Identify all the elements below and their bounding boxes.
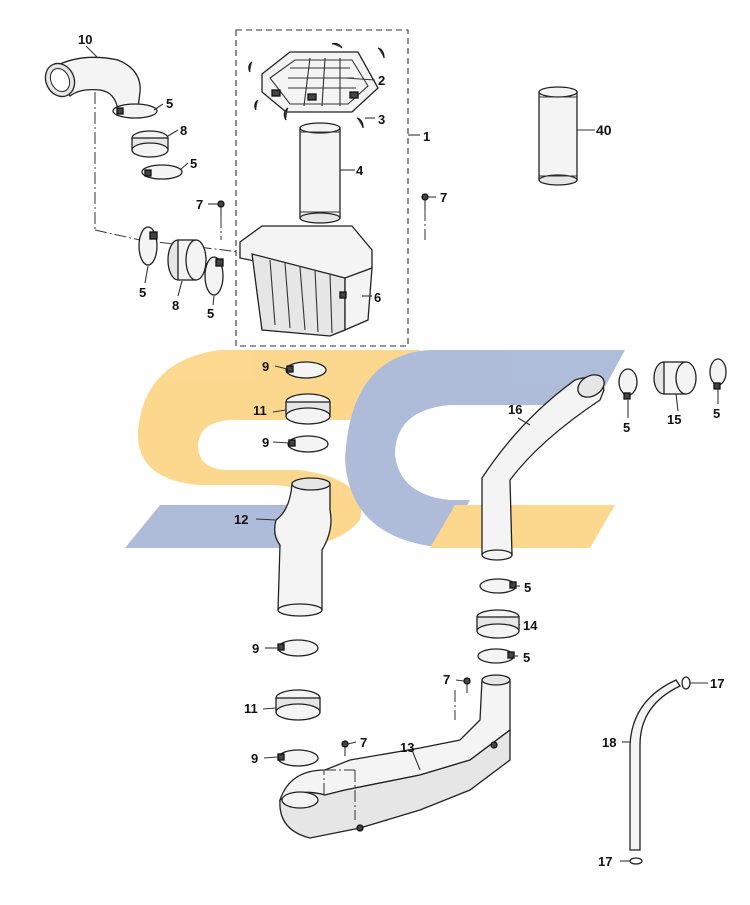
callout-7a: 7 [196,197,203,212]
callout-8a: 8 [180,123,187,138]
watermark-s-top [137,350,420,548]
part-13-lower-duct [278,674,511,839]
part-16-curved-pipe [481,374,605,561]
callout-5d: 5 [207,306,214,321]
callout-9a: 9 [262,359,269,374]
callout-1: 1 [423,129,430,144]
part-6-filter-housing [239,225,373,337]
part-4-filter-element [299,122,341,224]
part-5-clamp-b [141,164,183,180]
part-9-clamp-c [277,639,319,657]
callout-10: 10 [78,32,92,47]
part-8-hose-a [131,130,169,158]
callout-7c: 7 [360,735,367,750]
callout-40: 40 [596,122,612,138]
watermark-logo [125,350,625,548]
callout-11b: 11 [244,701,258,716]
callout-5a: 5 [166,96,173,111]
callout-17a: 17 [710,676,724,691]
callout-4: 4 [356,163,364,178]
callout-15: 15 [667,412,681,427]
callout-13: 13 [400,740,414,755]
callout-9d: 9 [251,751,258,766]
part-5-clamp-g [618,368,638,400]
part-9-clamp-a [285,361,327,379]
part-11-hose-b [275,689,321,721]
part-11-hose-a [285,393,331,425]
part-40-sleeve [538,86,578,186]
callout-6: 6 [374,290,381,305]
part-15-hose [653,361,697,395]
callout-9b: 9 [262,435,269,450]
callout-5f: 5 [523,650,530,665]
part-12-offset-pipe [274,477,332,617]
part-5-clamp-a [112,103,158,119]
part-5-clamp-e [479,578,517,594]
callout-7d: 7 [443,672,450,687]
callout-8b: 8 [172,298,179,313]
part-7-bolt-a [217,200,225,216]
part-17-clip-b [629,857,643,865]
part-5-clamp-f [477,648,515,664]
callout-labels: 1 2 3 4 5 5 5 5 5 5 5 5 6 7 7 7 7 8 8 9 … [78,32,724,869]
part-2-filter-cover [261,51,379,113]
leader-lines [85,45,719,862]
callout-7b: 7 [440,190,447,205]
part-5-clamp-h [709,358,727,390]
part-17-clip-a [681,676,691,690]
part-3-clips [248,42,385,129]
assembly-box-1 [235,29,409,347]
callout-5g: 5 [623,420,630,435]
part-9-clamp-b [287,435,329,453]
watermark-c-bottom [430,505,615,548]
callout-5c: 5 [139,285,146,300]
callout-5b: 5 [190,156,197,171]
part-14-hose [476,609,520,639]
part-5-clamp-c [138,226,158,266]
callout-18: 18 [602,735,616,750]
callout-11a: 11 [253,403,267,418]
part-9-clamp-d [277,749,319,767]
callout-2: 2 [378,73,385,88]
part-7-bolt-c [341,740,349,756]
part-7-bolt-d [463,677,471,693]
part-7-bolt-b [421,193,429,209]
callout-5e: 5 [524,580,531,595]
callout-16: 16 [508,402,522,417]
callout-5h: 5 [713,406,720,421]
part-5-clamp-d [204,256,224,296]
part-8-hose-b [167,239,207,281]
part-10-intake-duct [44,56,141,111]
callout-3: 3 [378,112,385,127]
callout-12: 12 [234,512,248,527]
callout-14: 14 [523,618,538,633]
callout-9c: 9 [252,641,259,656]
part-18-breather-hose [629,679,681,851]
callout-17b: 17 [598,854,612,869]
